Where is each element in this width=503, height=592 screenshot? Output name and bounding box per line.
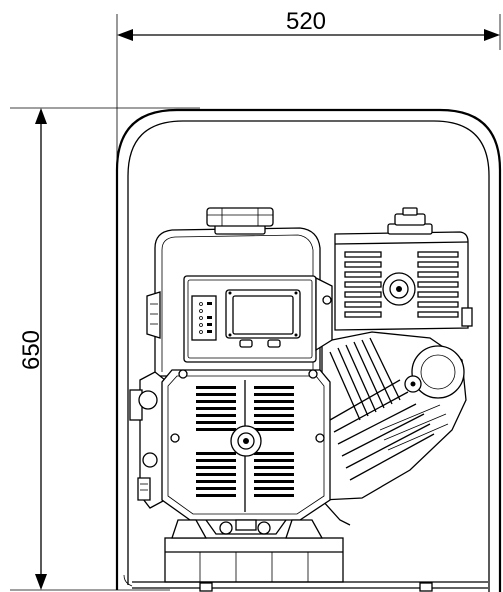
fan-grille-right [254, 386, 294, 497]
left-engine-details [129, 371, 166, 509]
fuel-cap [206, 207, 274, 235]
recoil-cap [387, 207, 433, 235]
muffler [334, 231, 473, 331]
width-dimension: 520 [116, 8, 501, 165]
fan-grille [196, 380, 294, 512]
indicator-strip [191, 295, 217, 341]
muffler-fins-left [344, 251, 382, 318]
height-dimension-label: 650 [18, 330, 45, 370]
cylinder-block [321, 331, 467, 526]
frame [115, 108, 502, 592]
fan-grille-left [196, 386, 236, 497]
base-skid [132, 537, 488, 592]
panel-bracket [315, 276, 333, 352]
height-dimension: 650 [10, 107, 200, 591]
panel-switches [239, 339, 281, 348]
width-dimension-label: 520 [286, 8, 326, 35]
center-hub [230, 425, 262, 457]
cooling-fins [329, 337, 449, 481]
muffler-fins-right [417, 251, 459, 318]
control-panel [183, 275, 317, 363]
engine-mounts [171, 519, 324, 539]
display-screen [225, 289, 301, 339]
